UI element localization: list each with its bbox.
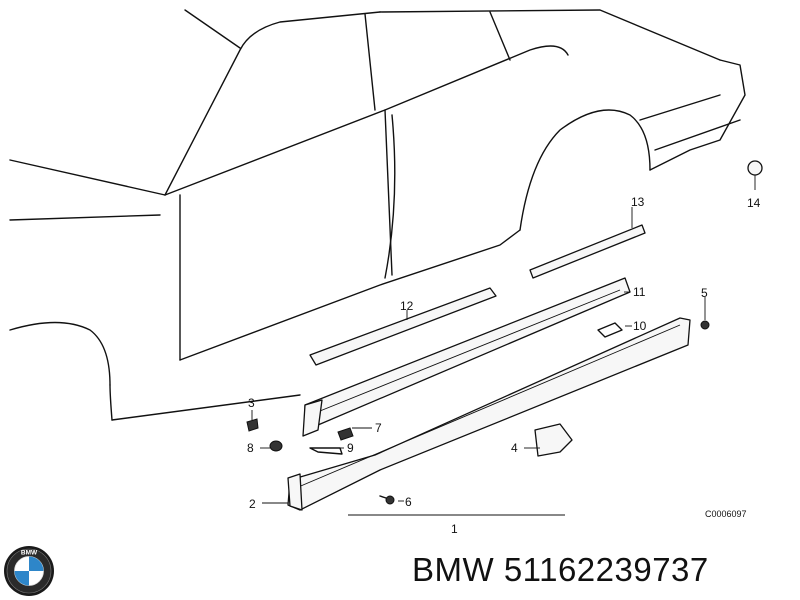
part-14-cap [747, 160, 763, 176]
callout-7: 7 [375, 421, 382, 435]
part-3-clip [246, 418, 259, 432]
callout-11: 11 [633, 285, 646, 299]
callout-9: 9 [347, 441, 354, 455]
part-number: 51162239737 [503, 551, 709, 588]
part-4-bracket [534, 423, 573, 457]
part-6-screw [379, 495, 395, 505]
callout-6: 6 [405, 495, 412, 509]
callout-1: 1 [451, 522, 458, 536]
callout-13: 13 [631, 195, 645, 209]
part-8-grommet [269, 440, 283, 452]
callout-5: 5 [701, 286, 708, 300]
bmw-logo-icon: BMW [4, 546, 54, 596]
part-5-screw [700, 320, 710, 330]
callout-14: 14 [747, 196, 761, 210]
part-caption: BMW 51162239737 [412, 548, 709, 592]
callout-2: 2 [249, 497, 256, 511]
part-13-strip [529, 224, 646, 279]
car-body-outline [9, 9, 746, 421]
leader-lines [251, 175, 756, 516]
callout-3: 3 [248, 396, 255, 410]
part-11-endcap [302, 399, 323, 437]
part-2-endpiece [287, 473, 303, 511]
part-10-clip [597, 322, 623, 338]
callout-12: 12 [400, 299, 414, 313]
logo-lettering: BMW [21, 550, 38, 557]
brand-name: BMW [412, 551, 495, 588]
part-9-bracket [309, 447, 343, 455]
part-7-clip [337, 427, 354, 441]
callout-8: 8 [247, 441, 254, 455]
callout-4: 4 [511, 441, 518, 455]
drawing-code: C0006097 [705, 509, 747, 519]
callout-10: 10 [633, 319, 647, 333]
part-12-strip [309, 287, 497, 366]
